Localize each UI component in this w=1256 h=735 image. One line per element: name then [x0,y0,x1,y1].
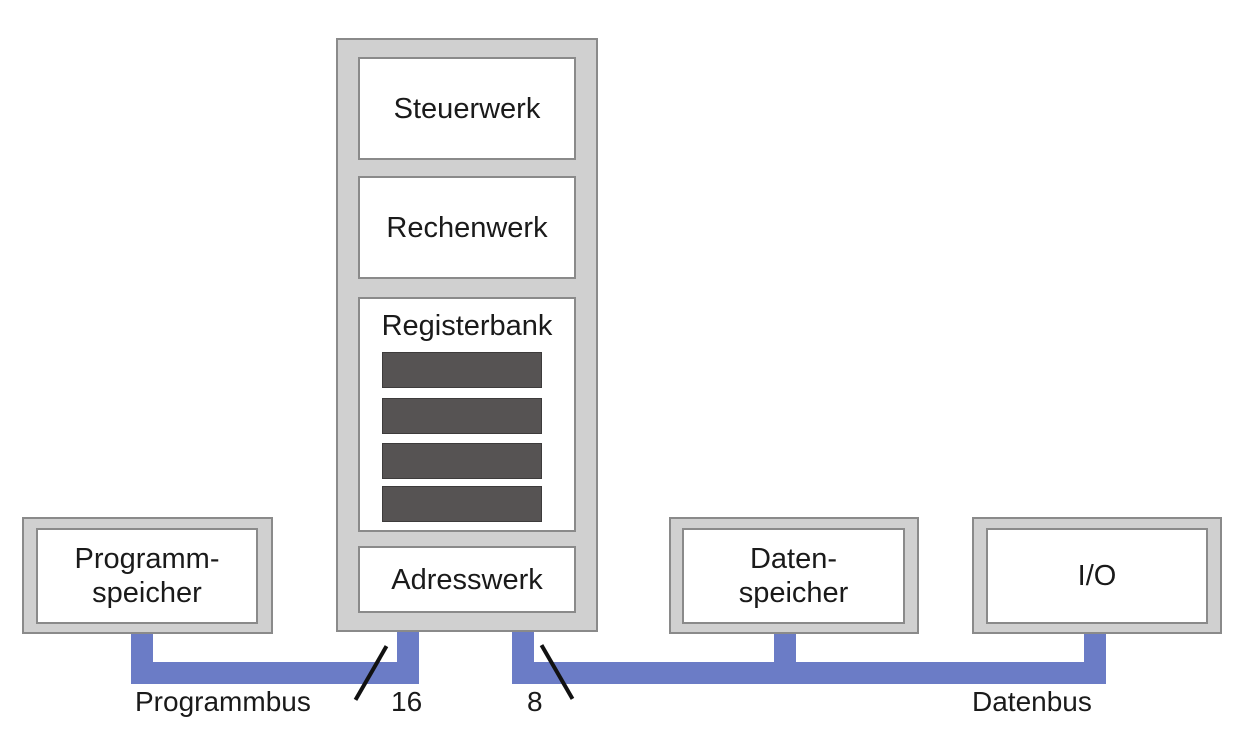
datenspeicher-label: Daten- speicher [738,543,849,609]
rechenwerk-label: Rechenwerk [386,211,548,244]
adresswerk-label: Adresswerk [391,563,543,596]
programmspeicher-block: Programm- speicher [36,528,258,624]
io-label: I/O [1077,560,1117,592]
register-3 [382,443,542,479]
register-2 [382,398,542,434]
programmspeicher-label: Programm- speicher [74,543,220,609]
io-block: I/O [986,528,1208,624]
register-4 [382,486,542,522]
datenbus-datenspeicher-riser [774,630,796,684]
register-1 [382,352,542,388]
datenspeicher-block: Daten- speicher [682,528,905,624]
adresswerk-block: Adresswerk [358,546,576,613]
datenbus-width-label: 8 [527,686,543,717]
datenbus-label: Datenbus [972,686,1092,717]
programmbus-width-label: 16 [391,686,423,717]
datenbus-io-riser [1084,630,1106,684]
rechenwerk-block: Rechenwerk [358,176,576,279]
programmbus-horizontal [131,662,419,684]
programmbus-label: Programmbus [135,686,311,717]
steuerwerk-label: Steuerwerk [393,92,541,125]
datenbus-horizontal [512,662,1106,684]
registerbank-label: Registerbank [381,310,553,342]
programmbus-cpu-riser [397,630,419,684]
steuerwerk-block: Steuerwerk [358,57,576,160]
